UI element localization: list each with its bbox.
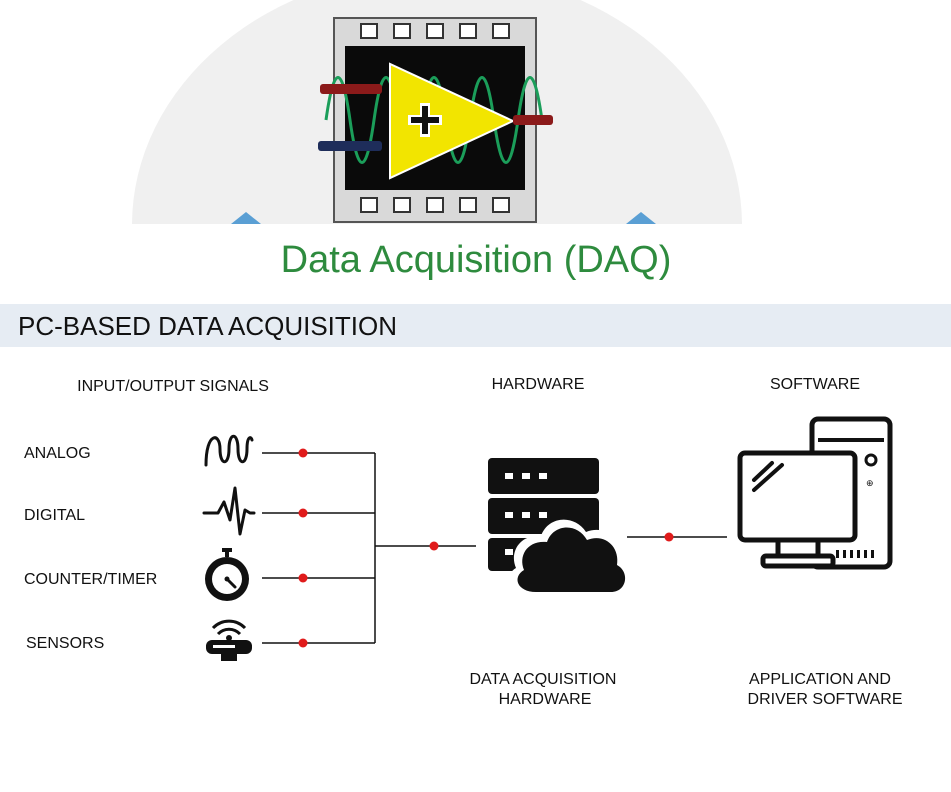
connection-nodes <box>298 448 674 648</box>
pulse-icon <box>202 486 256 536</box>
tower-lock-glyph: ⊕ <box>866 478 874 488</box>
node-counter-timer <box>298 573 308 583</box>
sine-wave-icon <box>204 434 254 467</box>
section-heading: PC-BASED DATA ACQUISITION <box>18 311 397 341</box>
section-band <box>0 304 951 347</box>
sine-wave-trace <box>324 76 544 164</box>
amplifier-triangle-icon <box>389 62 516 180</box>
node-analog <box>298 448 308 458</box>
header-banner <box>132 0 742 224</box>
arrow-up-right-icon <box>626 212 656 224</box>
column-heading-signals: INPUT/OUTPUT SIGNALS <box>77 378 269 395</box>
software-caption-line1: APPLICATION AND <box>749 671 891 688</box>
sensor-icon <box>206 619 252 661</box>
signal-label-analog: ANALOG <box>24 445 91 462</box>
input-lead-top <box>320 84 382 94</box>
software-caption-line2: DRIVER SOFTWARE <box>748 691 903 708</box>
node-hardware-software <box>664 532 674 542</box>
node-hardware-input <box>429 541 439 551</box>
page-title: Data Acquisition (DAQ) <box>281 239 672 281</box>
signal-label-digital: DIGITAL <box>24 507 85 524</box>
node-digital <box>298 508 308 518</box>
film-sprockets-bottom <box>360 197 510 213</box>
output-lead <box>513 115 553 125</box>
hardware-caption-line2: HARDWARE <box>499 691 592 708</box>
arrow-up-left-icon <box>231 212 261 224</box>
column-heading-hardware: HARDWARE <box>492 376 585 393</box>
signal-bus <box>262 452 727 644</box>
signal-label-sensors: SENSORS <box>26 635 104 652</box>
signal-label-counter-timer: COUNTER/TIMER <box>24 571 157 588</box>
input-lead-bottom <box>318 141 382 151</box>
film-sprockets-top <box>360 23 510 39</box>
server-cloud-icon <box>488 458 632 598</box>
node-sensors <box>298 638 308 648</box>
plus-icon <box>408 103 442 137</box>
column-heading-software: SOFTWARE <box>770 376 860 393</box>
stopwatch-icon <box>205 548 249 601</box>
hardware-caption-line1: DATA ACQUISITION <box>470 671 617 688</box>
labview-logo <box>318 17 553 223</box>
desktop-computer-icon: ⊕ <box>737 416 893 570</box>
